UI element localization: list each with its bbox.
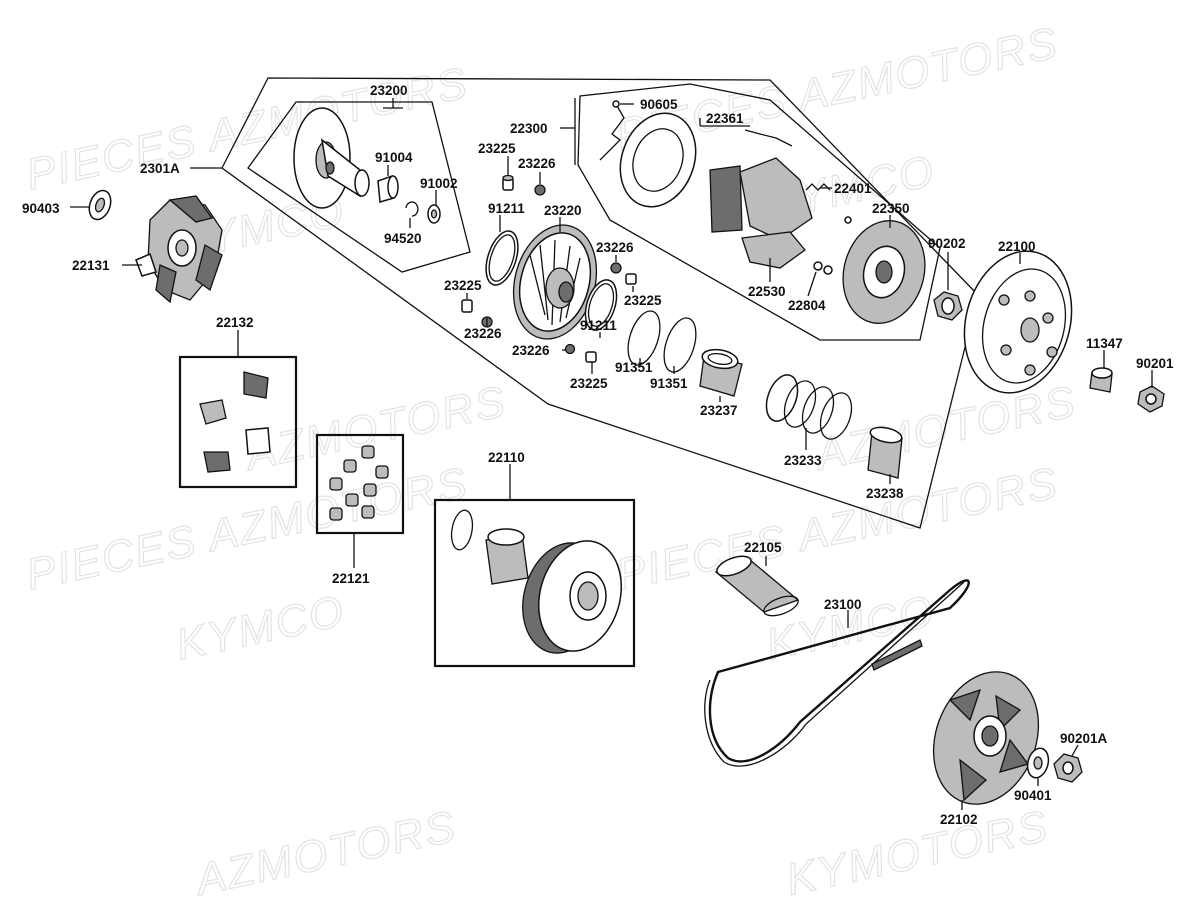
nut-23226-d (564, 343, 576, 355)
part-label-23237[interactable]: 23237 (700, 403, 738, 418)
watermark-text: KYMCO (172, 586, 350, 670)
nut-23226-a (534, 184, 546, 196)
watermark-text: AZMOTORS (189, 802, 461, 900)
part-label-23225[interactable]: 23225 (570, 376, 608, 391)
nut-90201 (1137, 385, 1165, 413)
part-label-91351[interactable]: 91351 (650, 376, 688, 391)
part-label-90201A[interactable]: 90201A (1060, 731, 1108, 746)
part-label-23226[interactable]: 23226 (596, 240, 634, 255)
drive-face-22102 (932, 671, 1040, 805)
part-label-23226[interactable]: 23226 (512, 343, 550, 358)
watermark-text: PIECES AZMOTORS (22, 458, 473, 600)
belt-23100 (704, 579, 970, 767)
part-labels: 23200 2301A 90403 22131 91004 91002 9452… (22, 83, 1174, 827)
spring-90605 (599, 103, 625, 161)
part-label-23200[interactable]: 23200 (370, 83, 408, 98)
bearing-11347 (1089, 367, 1113, 393)
movable-drive-face-22110 (450, 509, 623, 654)
part-label-2301A[interactable]: 2301A (140, 161, 180, 176)
clutch-plate (619, 112, 697, 208)
part-label-11347[interactable]: 11347 (1086, 336, 1123, 351)
spring-23233 (765, 374, 853, 440)
part-label-22100[interactable]: 22100 (998, 239, 1036, 254)
part-label-91211[interactable]: 91211 (580, 318, 617, 333)
box-22121 (315, 433, 405, 535)
watermark-text: PIECES AZMOTORS (22, 58, 473, 200)
part-label-91002[interactable]: 91002 (420, 176, 458, 191)
bearing-91004 (377, 174, 399, 203)
oring-91351-b (663, 317, 697, 373)
spring-22361 (744, 129, 793, 147)
part-label-22300[interactable]: 22300 (510, 121, 548, 136)
assembly-outline-23200 (247, 101, 471, 273)
part-label-23226[interactable]: 23226 (518, 156, 556, 171)
part-label-23220[interactable]: 23220 (544, 203, 582, 218)
part-label-22121[interactable]: 22121 (332, 571, 370, 586)
watermark-text: AZMOTORS (239, 377, 511, 481)
part-label-91004[interactable]: 91004 (375, 150, 413, 165)
spring-22401 (805, 183, 831, 191)
part-label-94520[interactable]: 94520 (384, 231, 422, 246)
part-label-90403[interactable]: 90403 (22, 201, 60, 216)
part-label-23238[interactable]: 23238 (866, 486, 904, 501)
seal-91002 (427, 204, 441, 224)
part-label-22401[interactable]: 22401 (834, 181, 872, 196)
sliders-22132 (199, 371, 271, 473)
part-label-22105[interactable]: 22105 (744, 540, 782, 555)
pin-23225-b (625, 273, 637, 285)
part-label-91211[interactable]: 91211 (488, 201, 525, 216)
driven-face-23200 (293, 107, 370, 209)
watermark-text: PIECES AZMOTORS (612, 458, 1063, 600)
rollers-22121 (329, 445, 389, 521)
part-label-23233[interactable]: 23233 (784, 453, 822, 468)
part-label-22804[interactable]: 22804 (788, 298, 826, 313)
nut-23226-b (610, 262, 622, 274)
fan-plate-22131 (135, 195, 223, 304)
washer-90403 (88, 189, 112, 221)
part-label-90202[interactable]: 90202 (928, 236, 966, 251)
part-label-23225[interactable]: 23225 (624, 293, 662, 308)
clutch-shoes (709, 157, 813, 269)
part-label-22102[interactable]: 22102 (940, 812, 978, 827)
collar-23237 (699, 348, 743, 397)
pin-23225-d (585, 351, 597, 363)
leader-lines (70, 98, 1153, 810)
part-label-22350[interactable]: 22350 (872, 201, 910, 216)
drive-plate-22350 (842, 216, 926, 324)
pin-23225-a (502, 174, 514, 191)
part-label-22131[interactable]: 22131 (72, 258, 110, 273)
part-label-23225[interactable]: 23225 (444, 278, 482, 293)
box-22110 (433, 498, 636, 668)
part-label-23100[interactable]: 23100 (824, 597, 862, 612)
clutch-bell-22100 (963, 250, 1073, 394)
part-label-90201[interactable]: 90201 (1136, 356, 1174, 371)
pin-22804 (813, 261, 833, 275)
pin-23225-c (461, 299, 473, 313)
part-label-91351[interactable]: 91351 (615, 360, 653, 375)
oring-91211-a (485, 230, 519, 286)
washer-90401 (1026, 747, 1050, 779)
part-label-22110[interactable]: 22110 (488, 450, 525, 465)
collar-22105 (714, 555, 800, 617)
part-label-22361[interactable]: 22361 (706, 111, 744, 126)
nut-90202 (933, 291, 963, 321)
oring-91351-a (627, 310, 661, 366)
part-label-90401[interactable]: 90401 (1014, 788, 1052, 803)
sleeve-23238 (867, 426, 903, 479)
watermark-text: KYMOTORS (782, 801, 1053, 900)
part-label-23226[interactable]: 23226 (464, 326, 502, 341)
part-label-23225[interactable]: 23225 (478, 141, 516, 156)
clip-94520 (405, 201, 419, 217)
oring-91211-b (584, 279, 618, 331)
nut-90201A (1053, 753, 1083, 783)
part-label-22132[interactable]: 22132 (216, 315, 254, 330)
assembly-outline-22300 (577, 83, 941, 341)
part-label-22530[interactable]: 22530 (748, 284, 786, 299)
part-label-90605[interactable]: 90605 (640, 97, 678, 112)
